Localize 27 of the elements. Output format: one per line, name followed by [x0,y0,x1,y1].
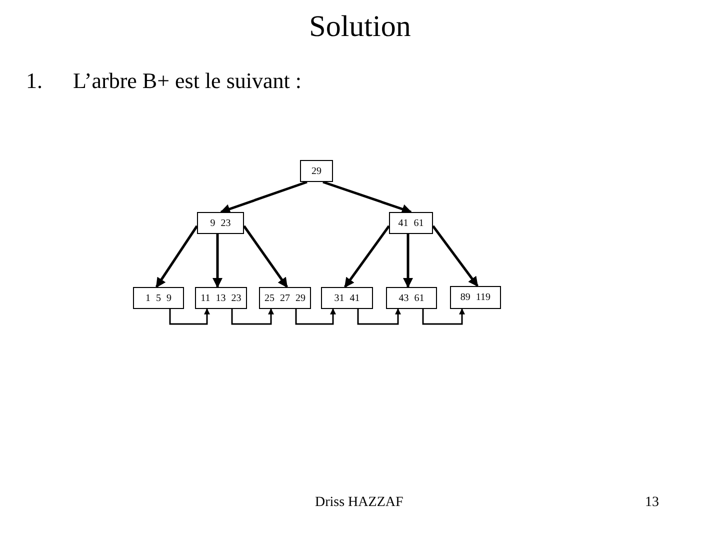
tree-arrow [403,234,413,288]
sentence: L’arbre B+ est le suivant : [73,68,302,94]
tree-arrow [432,225,478,287]
tree-node: 29 [300,160,333,182]
page-number: 13 [645,495,659,511]
tree-arrow [155,225,198,288]
leaf-link-arrow [231,308,274,325]
tree-arrow [322,180,412,214]
tree-node: 31 41 [321,287,373,309]
leaf-link-arrow [422,308,465,325]
tree-node: 11 13 23 [195,287,247,309]
author-name: Driss HAZZAF [315,495,404,511]
tree-node: 41 61 [389,212,433,234]
tree-node: 1 5 9 [133,287,184,309]
leaf-link-arrow [169,308,210,325]
leaf-link-arrow [357,308,401,325]
tree-arrow [242,225,288,288]
tree-node: 89 119 [450,286,501,309]
tree-node: 25 27 29 [259,287,311,309]
tree-arrow [220,180,308,214]
list-number: 1. [26,68,42,94]
title: Solution [308,10,412,44]
leaf-link-arrow [295,308,336,325]
tree-node: 43 61 [386,287,437,309]
tree-arrow [212,234,222,288]
tree-arrow [344,225,390,288]
tree-node: 9 23 [197,212,244,234]
